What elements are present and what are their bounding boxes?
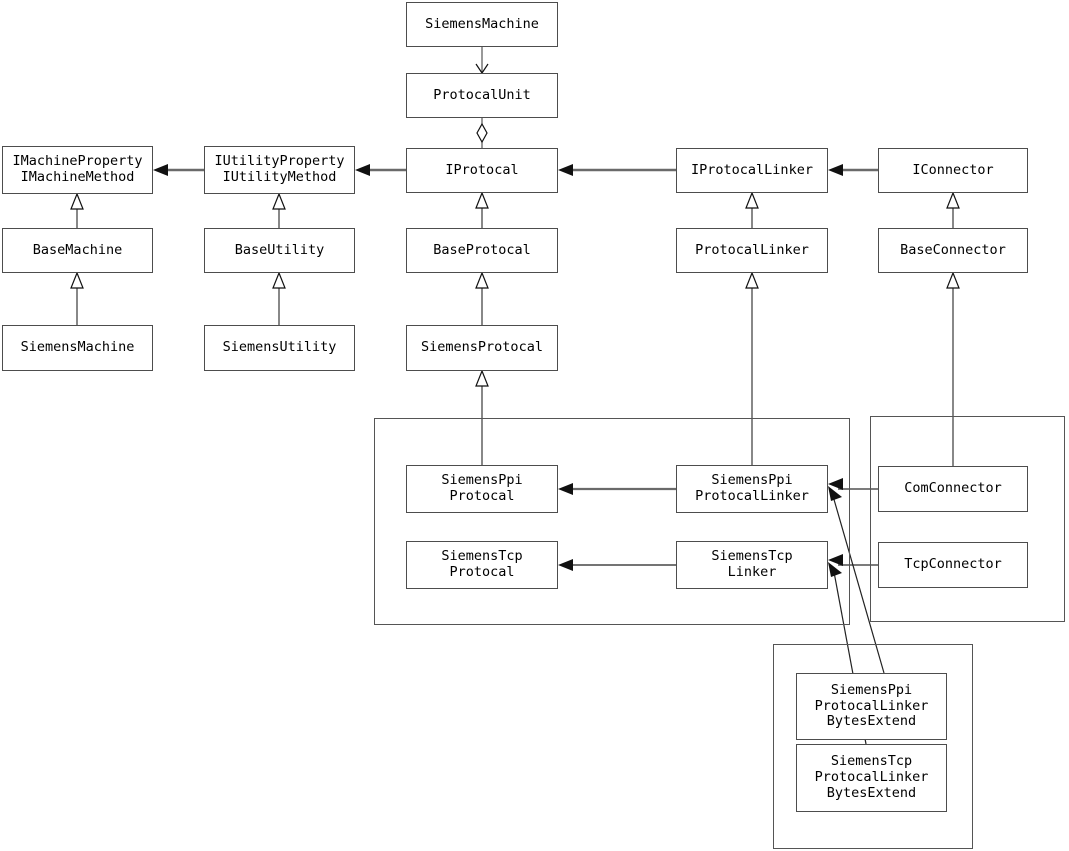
class-box-base-connector[interactable]: BaseConnector [878, 228, 1028, 273]
class-box-siemens-ppi-protocal-linker-bytes-extend[interactable]: SiemensPpi ProtocalLinker BytesExtend [796, 673, 947, 740]
edge-iprotocallinker-iprotocal [558, 164, 676, 176]
edge-protocallinker-iprotocallinker [745, 191, 759, 228]
edge-ppilinker-protocallinker [745, 271, 759, 465]
class-box-siemens-machine[interactable]: SiemensMachine [2, 325, 153, 371]
edge-iprotocal-iutility [355, 164, 406, 176]
class-box-base-machine[interactable]: BaseMachine [2, 228, 153, 273]
edge-ppiextend-ppilinker [828, 486, 885, 674]
edge-protocalunit-iprotocal [476, 118, 488, 148]
class-box-base-utility[interactable]: BaseUtility [204, 228, 355, 273]
class-box-siemens-tcp-protocal[interactable]: SiemensTcp Protocal [406, 541, 558, 589]
edge-siemensprotocal-baseprotocal [475, 271, 489, 325]
edge-iconnector-iprotocallinker [828, 164, 878, 176]
class-box-siemens-machine-top[interactable]: SiemensMachine [406, 2, 558, 47]
class-box-iprotocal[interactable]: IProtocal [406, 148, 558, 193]
edge-comconnector-ppilinker [828, 478, 878, 490]
class-box-siemens-tcp-linker[interactable]: SiemensTcp Linker [676, 541, 828, 589]
edge-siemensutility-baseutility [272, 271, 286, 325]
class-box-iprotocal-linker[interactable]: IProtocalLinker [676, 148, 828, 193]
class-box-protocal-linker[interactable]: ProtocalLinker [676, 228, 828, 273]
edge-ppilinker-ppiprotocal [558, 483, 676, 495]
edge-tcplinker-tcpprotocal [558, 559, 676, 571]
edge-baseconnector-iconnector [946, 191, 960, 228]
class-box-siemens-protocal[interactable]: SiemensProtocal [406, 325, 558, 371]
class-box-iconnector[interactable]: IConnector [878, 148, 1028, 193]
group-bytes-extend-implementations [773, 644, 973, 849]
edge-ppiprotocal-siemensprotocal [475, 369, 489, 465]
class-box-siemens-ppi-protocal-linker[interactable]: SiemensPpi ProtocalLinker [676, 465, 828, 513]
edge-iutility-imachine [153, 164, 204, 176]
class-box-siemens-ppi-protocal[interactable]: SiemensPpi Protocal [406, 465, 558, 513]
edge-comconnector-baseconnector [946, 271, 960, 466]
edge-tcpconnector-tcplinker [828, 554, 878, 566]
class-box-imachine-property[interactable]: IMachineProperty IMachineMethod [2, 146, 153, 194]
class-box-com-connector[interactable]: ComConnector [878, 466, 1028, 512]
edge-siemensmachinetop-protocalunit [475, 47, 489, 75]
class-box-tcp-connector[interactable]: TcpConnector [878, 542, 1028, 588]
edge-siemensmachine-basemachine [70, 271, 84, 325]
class-box-protocal-unit[interactable]: ProtocalUnit [406, 73, 558, 118]
edge-baseprotocal-iprotocal [475, 191, 489, 228]
group-protocal-implementations [374, 418, 850, 625]
edge-basemachine-imachine [70, 192, 84, 228]
class-box-base-protocal[interactable]: BaseProtocal [406, 228, 558, 273]
group-connector-implementations [870, 416, 1065, 622]
class-box-iutility-property[interactable]: IUtilityProperty IUtilityMethod [204, 146, 355, 194]
edge-baseutility-iutility [272, 192, 286, 228]
class-box-siemens-utility[interactable]: SiemensUtility [204, 325, 355, 371]
class-box-siemens-tcp-protocal-linker-bytes-extend[interactable]: SiemensTcp ProtocalLinker BytesExtend [796, 744, 947, 812]
